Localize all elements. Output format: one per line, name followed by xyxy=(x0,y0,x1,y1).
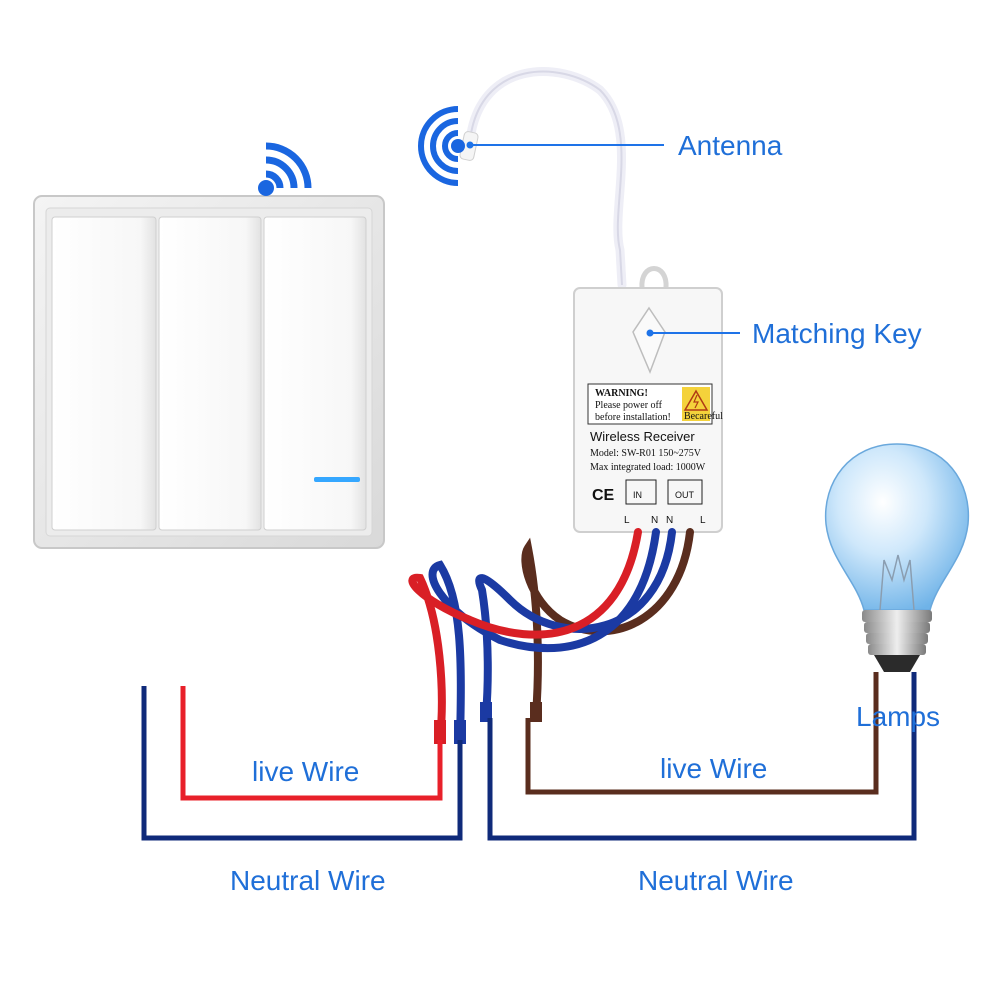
live-wire-label-right: live Wire xyxy=(660,753,767,784)
terminal-l-out: L xyxy=(700,515,706,526)
receiver-model: Model: SW-R01 150~275V xyxy=(590,448,702,459)
matching-key-label: Matching Key xyxy=(752,318,922,349)
neutral-wire-label-right: Neutral Wire xyxy=(638,865,794,896)
in-label: IN xyxy=(633,490,642,500)
switch-button-right[interactable] xyxy=(263,216,367,531)
terminal-l-in: L xyxy=(624,515,630,526)
wall-switch xyxy=(33,195,385,549)
live-wire-left xyxy=(180,686,443,801)
receiver-wires xyxy=(408,528,694,744)
terminal-n-in: N xyxy=(651,515,658,526)
neutral-wire-right xyxy=(487,672,917,841)
live-wire-label-left: live Wire xyxy=(252,756,359,787)
warning-title: WARNING! xyxy=(595,388,648,399)
out-label: OUT xyxy=(675,490,695,500)
antenna xyxy=(459,67,627,290)
switch-button-middle[interactable] xyxy=(158,216,262,531)
warning-line-2: before installation! xyxy=(595,412,671,423)
receiver-load: Max integrated load: 1000W xyxy=(590,462,706,473)
wifi-signal-icon xyxy=(417,106,465,186)
ce-mark: CE xyxy=(592,487,615,504)
warning-icon xyxy=(683,389,709,411)
receiver-module: WARNING! Please power off before install… xyxy=(573,266,723,533)
terminal-n-out: N xyxy=(666,515,673,526)
switch-button-left[interactable] xyxy=(51,216,157,531)
light-bulb-icon xyxy=(824,443,970,672)
switch-indicator-led xyxy=(314,477,360,482)
wifi-signal-icon xyxy=(258,142,312,196)
neutral-wire-left xyxy=(141,686,463,841)
antenna-label: Antenna xyxy=(678,130,783,161)
live-wire-right xyxy=(525,672,879,795)
matching-key-icon[interactable] xyxy=(632,306,666,375)
neutral-wire-label-left: Neutral Wire xyxy=(230,865,386,896)
warning-line-1: Please power off xyxy=(595,400,663,411)
lamps-label: Lamps xyxy=(856,701,940,732)
receiver-title: Wireless Receiver xyxy=(590,429,695,444)
warning-badge: Becareful xyxy=(684,411,723,422)
